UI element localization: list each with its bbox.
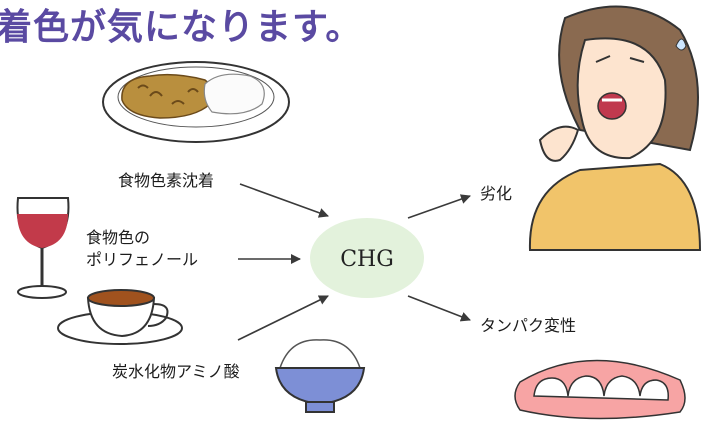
chg-label: CHG (340, 247, 394, 272)
rice-bowl-icon (274, 339, 366, 413)
arrow-food-pigment (239, 183, 329, 218)
teeth-icon (514, 359, 686, 420)
label-polyphenol-line2: ポリフェノール (86, 250, 199, 269)
arrow-carb-amino (237, 295, 329, 341)
label-deterioration: 劣化 (480, 184, 513, 203)
page-title: 着色が気になります。 (0, 6, 363, 48)
red-wine-glass-icon (16, 197, 70, 299)
label-food-pigment: 食物色素沈着 (118, 171, 215, 190)
arrow-protein-denaturation (407, 295, 471, 322)
label-protein-denaturation: タンパク変性 (480, 316, 577, 335)
label-carb-amino: 炭水化物アミノ酸 (112, 362, 240, 381)
label-polyphenol-line1: 食物色の (86, 228, 151, 247)
worried-woman-icon (528, 5, 702, 251)
curry-rice-icon (102, 61, 290, 143)
tea-cup-icon (57, 289, 183, 345)
chg-node (310, 218, 424, 298)
arrow-deterioration (407, 194, 471, 219)
